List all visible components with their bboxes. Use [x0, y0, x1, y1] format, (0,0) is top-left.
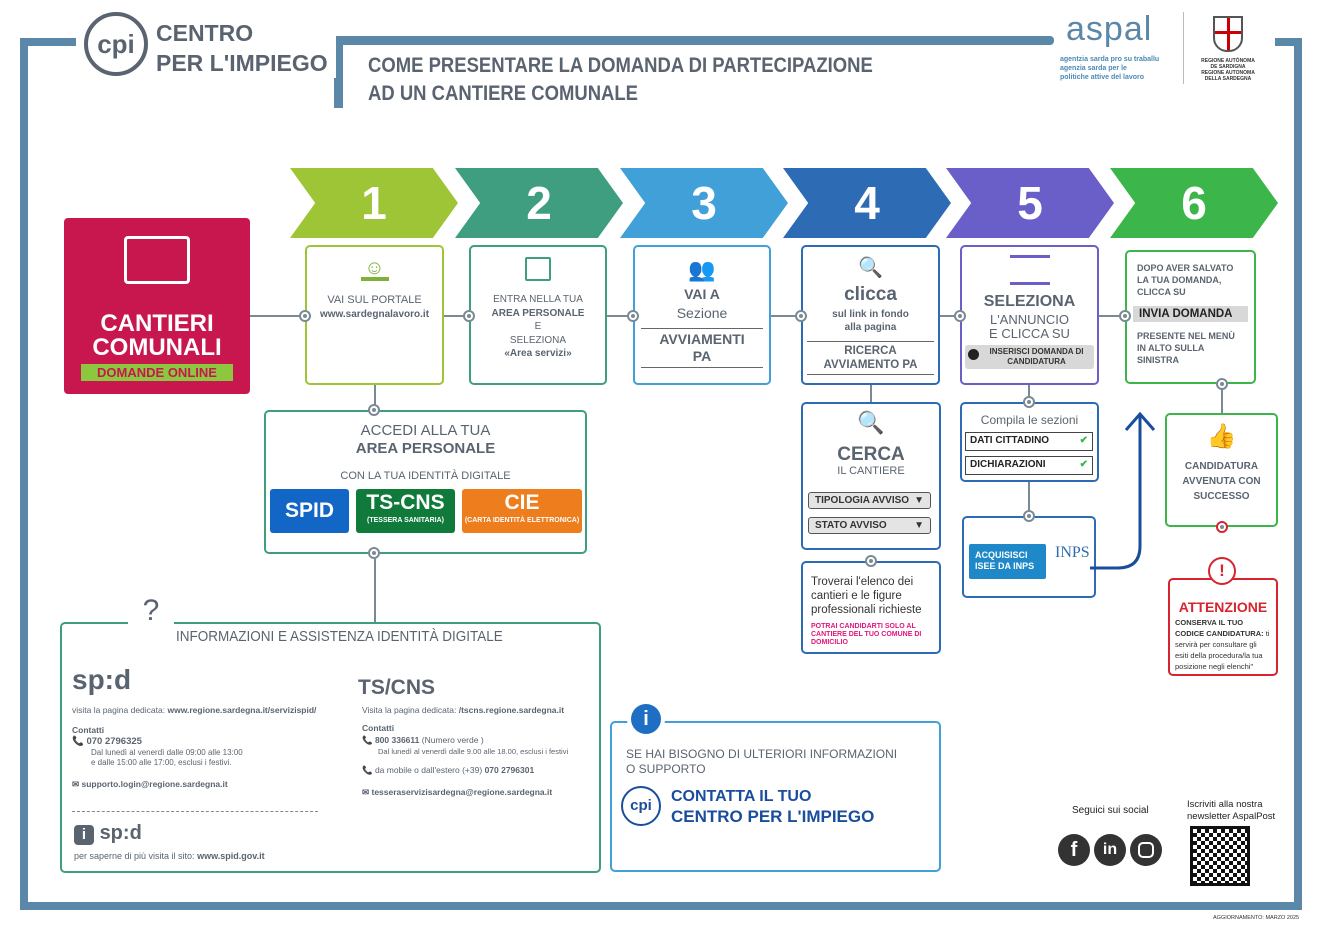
- spid-url-link[interactable]: www.regione.sardegna.it/servizispid/: [167, 705, 317, 715]
- cie-button[interactable]: CIE(CARTA IDENTITÀ ELETTRONICA): [462, 489, 582, 533]
- phone-icon: 📞: [362, 765, 375, 775]
- qr-code-icon[interactable]: [1190, 826, 1250, 886]
- newsletter-label: Iscriviti alla nostra newsletter AspalPo…: [1187, 799, 1276, 822]
- step-4-arrow: 4: [783, 168, 951, 238]
- cpi-logo-small: cpi: [621, 786, 661, 826]
- tipologia-avviso-select[interactable]: TIPOLOGIA AVVISO▼: [808, 492, 931, 509]
- check-icon: ✔: [1079, 459, 1088, 470]
- step-1-box: ☺ VAI SUL PORTALE www.sardegnalavoro.it: [305, 245, 444, 385]
- portal-link[interactable]: www.sardegnalavoro.it: [319, 308, 430, 320]
- spid-more: per saperne di più visita il sito: www.s…: [74, 851, 265, 861]
- users-icon: 👥: [688, 257, 716, 282]
- sections-box: Compila le sezioni: [960, 402, 1099, 482]
- assistance-box: [60, 622, 601, 873]
- ricerca-avviamento-link[interactable]: RICERCA AVVIAMENTO PA: [807, 340, 934, 375]
- chevron-down-icon: ▼: [914, 495, 924, 506]
- success-box: 👍 CANDIDATURA AVVENUTA CON SUCCESSO: [1165, 413, 1278, 527]
- step-2-arrow: 2: [455, 168, 623, 238]
- cpi-logo: cpi: [84, 12, 148, 76]
- send-application-button[interactable]: INVIA DOMANDA: [1133, 306, 1248, 322]
- step-6-arrow: 6: [1110, 168, 1278, 238]
- updated-date: AGGIORNAMENTO: MARZO 2025: [1213, 915, 1300, 921]
- phone-icon: 📞: [72, 736, 87, 747]
- assistance-title: INFORMAZIONI E ASSISTENZA IDENTITÀ DIGIT…: [176, 628, 503, 645]
- attention-box: ATTENZIONE CONSERVA IL TUO CODICE CANDID…: [1168, 578, 1278, 676]
- section-dati-cittadino[interactable]: DATI CITTADINO✔: [965, 432, 1093, 451]
- mail-icon: ✉: [362, 787, 372, 797]
- warning-icon: !: [1208, 557, 1236, 585]
- check-icon: ✔: [1079, 435, 1088, 446]
- aspal-logo: aspal: [1066, 10, 1153, 48]
- list-select-icon: [1009, 255, 1050, 285]
- section-dichiarazioni[interactable]: DICHIARAZIONI✔: [965, 456, 1093, 475]
- search-icon: 🔍: [858, 257, 883, 279]
- form-icon: [525, 257, 551, 281]
- monitor-worker-icon: [124, 236, 190, 284]
- insert-application-button[interactable]: INSERISCI DOMANDA DI CANDIDATURA: [965, 344, 1094, 369]
- page-title: COME PRESENTARE LA DOMANDA DI PARTECIPAZ…: [368, 54, 873, 105]
- sardinia-coat-of-arms-icon: [1213, 16, 1243, 52]
- step-6-box: DOPO AVER SALVATO LA TUA DOMANDA, CLICCA…: [1125, 250, 1256, 384]
- phone-icon: 📞: [362, 735, 375, 745]
- tscns-button[interactable]: TS-CNS(TESSERA SANITARIA): [356, 489, 455, 533]
- chevron-down-icon: ▼: [914, 520, 924, 531]
- step-1-arrow: 1: [290, 168, 458, 238]
- spid-button[interactable]: SPID: [270, 489, 349, 533]
- facebook-icon[interactable]: f: [1058, 834, 1090, 866]
- search-icon: 🔍: [857, 410, 885, 435]
- step-3-arrow: 3: [620, 168, 788, 238]
- support-box: SE HAI BISOGNO DI ULTERIORI INFORMAZIONI…: [610, 721, 941, 872]
- linkedin-icon[interactable]: in: [1094, 834, 1126, 866]
- social-label: Seguici sui social: [1072, 805, 1149, 816]
- mail-icon: ✉: [72, 779, 82, 789]
- inps-logo: INPS: [1055, 544, 1090, 561]
- spid-info-logo: i sp:d: [74, 822, 142, 845]
- info-icon: i: [74, 825, 94, 845]
- spid-logo: sp:d: [72, 664, 132, 695]
- info-icon: i: [631, 704, 661, 734]
- acquire-isee-button[interactable]: ACQUISISCI ISEE DA INPS: [969, 544, 1046, 579]
- flow-arrow-icon: [1090, 411, 1156, 570]
- step-5-arrow: 5: [946, 168, 1114, 238]
- instagram-icon[interactable]: [1130, 834, 1162, 866]
- computer-user-icon: ☺: [360, 255, 389, 281]
- tscns-title: TS/CNS: [358, 676, 436, 699]
- stato-avviso-select[interactable]: STATO AVVISO▼: [808, 517, 931, 534]
- help-person-icon: ?: [128, 594, 174, 638]
- play-icon: [968, 348, 979, 360]
- thumbs-up-icon: 👍: [1206, 423, 1237, 450]
- search-result-box: Troverai l'elenco dei cantieri e le figu…: [801, 561, 941, 654]
- cantieri-hero: CANTIERI COMUNALI DOMANDE ONLINE: [64, 218, 250, 394]
- spid-contacts: visita la pagina dedicata: www.regione.s…: [72, 705, 317, 789]
- tscns-contacts: Visita la pagina dedicata: /tscns.region…: [362, 705, 569, 797]
